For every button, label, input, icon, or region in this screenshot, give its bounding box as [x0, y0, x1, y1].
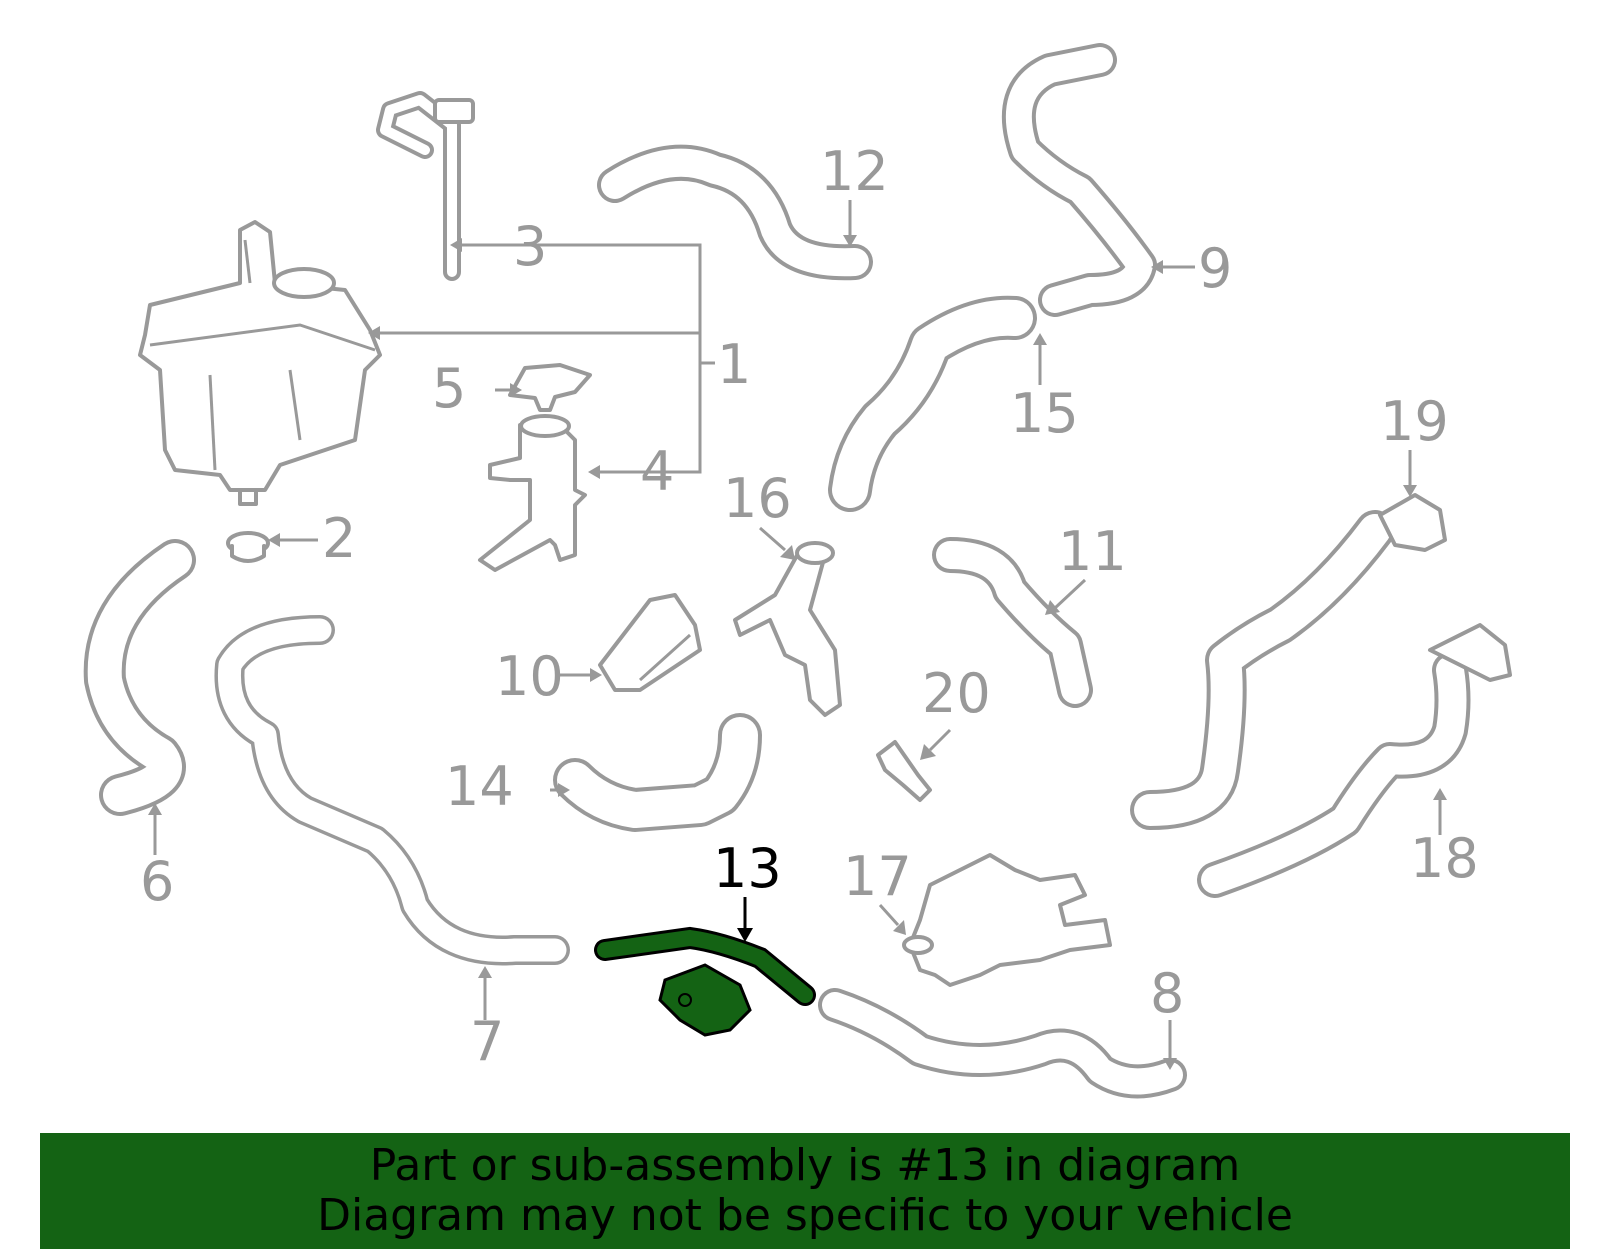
reservoir-cap[interactable] — [508, 363, 592, 412]
callout-6: 6 — [140, 850, 174, 913]
callout-11: 11 — [1058, 520, 1127, 583]
callout-10: 10 — [495, 645, 564, 708]
leader-lines — [148, 200, 1447, 1070]
callout-9: 9 — [1198, 237, 1232, 300]
hose-6[interactable] — [83, 539, 196, 816]
hose-14[interactable] — [553, 713, 762, 832]
reservoir-grommet[interactable] — [226, 531, 270, 563]
callout-20: 20 — [922, 662, 991, 725]
coolant-reservoir-tank[interactable] — [138, 220, 382, 506]
filler-neck[interactable] — [478, 414, 587, 572]
hose-7[interactable] — [214, 615, 570, 966]
hose-18[interactable] — [1197, 623, 1512, 898]
reservoir-tube[interactable] — [376, 91, 475, 281]
callout-14: 14 — [445, 755, 514, 818]
callout-2: 2 — [322, 507, 356, 570]
callout-1: 1 — [717, 333, 751, 396]
sensor-20[interactable] — [876, 740, 932, 802]
callout-8: 8 — [1150, 962, 1184, 1025]
banner-line-1: Part or sub-assembly is #13 in diagram — [369, 1140, 1241, 1191]
callout-17: 17 — [843, 845, 912, 908]
hose-11[interactable] — [932, 537, 1093, 708]
bracket-10[interactable] — [598, 593, 702, 692]
pipe-fitting-16[interactable] — [733, 541, 842, 717]
callout-15: 15 — [1010, 382, 1079, 445]
callout-labels: 1 2 3 4 5 6 7 8 9 10 11 12 13 14 15 16 1… — [140, 140, 1479, 1073]
info-banner: Part or sub-assembly is #13 in diagram D… — [40, 1133, 1570, 1249]
callout-7: 7 — [470, 1010, 504, 1073]
part-13-highlighted[interactable] — [594, 926, 816, 1037]
callout-3: 3 — [513, 215, 547, 278]
callout-19: 19 — [1380, 390, 1449, 453]
callout-13: 13 — [713, 837, 782, 900]
callout-16: 16 — [723, 467, 792, 530]
callout-5: 5 — [432, 357, 466, 420]
leader-13 — [737, 897, 753, 942]
hose-12[interactable] — [597, 144, 873, 281]
hose-8[interactable] — [818, 988, 1187, 1099]
callout-12: 12 — [820, 140, 889, 203]
hose-15[interactable] — [828, 295, 1037, 512]
callout-18: 18 — [1410, 827, 1479, 890]
hose-9[interactable] — [1001, 43, 1157, 317]
thermostat-housing-17[interactable] — [902, 853, 1112, 987]
callout-4: 4 — [640, 440, 674, 503]
hose-19[interactable] — [1130, 493, 1447, 830]
banner-line-2: Diagram may not be specific to your vehi… — [317, 1190, 1293, 1241]
